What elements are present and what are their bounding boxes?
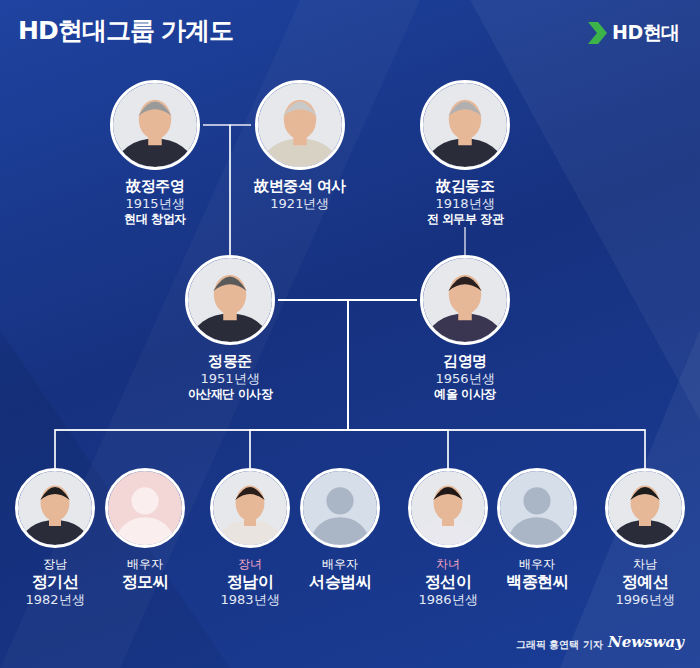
person-node: 배우자서승범씨 <box>297 468 383 592</box>
person-name: 정남이 <box>227 572 274 592</box>
relation-label: 차남 <box>633 557 657 572</box>
birth-year: 1986년생 <box>418 592 477 608</box>
photo-circle <box>300 468 380 548</box>
person-node: 차남정예선1996년생 <box>602 468 688 608</box>
person-node: 김영명1956년생예올 이사장 <box>417 255 513 402</box>
person-node: 장남정기선1982년생 <box>12 468 98 608</box>
photo-circle <box>185 255 275 345</box>
relation-label: 배우자 <box>322 557 358 572</box>
person-node: 정몽준1951년생아산재단 이사장 <box>182 255 278 402</box>
portrait-illustration <box>497 468 577 548</box>
birth-year: 1921년생 <box>270 196 329 212</box>
relation-label: 장녀 <box>238 557 262 572</box>
person-name: 김영명 <box>443 352 487 371</box>
photo-circle <box>110 80 200 170</box>
logo-chevron <box>588 22 607 44</box>
birth-year: 1915년생 <box>125 196 184 212</box>
portrait-illustration <box>420 80 510 170</box>
portrait-illustration <box>255 80 345 170</box>
person-name: 故정주영 <box>126 177 184 196</box>
person-role: 전 외무부 장관 <box>427 212 503 227</box>
person-node: 故정주영1915년생현대 창업자 <box>107 80 203 227</box>
person-node: 故김동조1918년생전 외무부 장관 <box>417 80 513 227</box>
relation-label: 차녀 <box>436 557 460 572</box>
person-name: 정기선 <box>32 572 79 592</box>
portrait-illustration <box>110 80 200 170</box>
family-line <box>55 300 348 468</box>
family-line <box>230 125 251 255</box>
person-name: 정모씨 <box>122 572 169 592</box>
person-name: 정예선 <box>622 572 669 592</box>
family-line <box>464 227 465 255</box>
relation-label: 배우자 <box>519 557 555 572</box>
person-node: 故변중석 여사1921년생 <box>251 80 349 212</box>
person-node: 차녀정선이1986년생 <box>405 468 491 608</box>
family-line <box>250 300 417 468</box>
person-node: 장녀정남이1983년생 <box>207 468 293 608</box>
portrait-illustration <box>15 468 95 548</box>
family-line <box>55 300 417 468</box>
photo-circle <box>255 80 345 170</box>
photo-circle <box>105 468 185 548</box>
diagram-title: HD현대그룹 가계도 <box>18 14 233 47</box>
person-role: 예올 이사장 <box>434 387 495 402</box>
person-name: 백종현씨 <box>506 572 568 592</box>
person-role: 아산재단 이사장 <box>188 387 272 402</box>
photo-circle <box>408 468 488 548</box>
person-name: 故변중석 여사 <box>254 177 346 196</box>
birth-year: 1982년생 <box>25 592 84 608</box>
portrait-illustration <box>605 468 685 548</box>
portrait-illustration <box>300 468 380 548</box>
family-line <box>278 300 645 468</box>
birth-year: 1996년생 <box>615 592 674 608</box>
birth-year: 1918년생 <box>435 196 494 212</box>
person-name: 서승범씨 <box>309 572 371 592</box>
photo-circle <box>420 80 510 170</box>
person-name: 故김동조 <box>436 177 494 196</box>
birth-year: 1951년생 <box>200 371 259 387</box>
photo-circle <box>420 255 510 345</box>
logo-text: HD현대 <box>612 20 680 46</box>
person-role: 현대 창업자 <box>124 212 185 227</box>
person-name: 정몽준 <box>208 352 252 371</box>
birth-year: 1983년생 <box>220 592 279 608</box>
portrait-illustration <box>105 468 185 548</box>
photo-circle <box>605 468 685 548</box>
portrait-illustration <box>185 255 275 345</box>
photo-circle <box>15 468 95 548</box>
photo-circle <box>497 468 577 548</box>
family-line <box>348 300 645 468</box>
family-line <box>278 300 448 468</box>
birth-year: 1956년생 <box>435 371 494 387</box>
portrait-illustration <box>408 468 488 548</box>
photo-circle <box>210 468 290 548</box>
portrait-illustration <box>420 255 510 345</box>
person-node: 배우자정모씨 <box>102 468 188 592</box>
person-name: 정선이 <box>425 572 472 592</box>
person-node: 배우자백종현씨 <box>494 468 580 592</box>
portrait-illustration <box>210 468 290 548</box>
publisher-mark: Newsway <box>608 633 684 651</box>
credit-text: 그래픽 홍연택 기자 <box>516 638 603 652</box>
relation-label: 장남 <box>43 557 67 572</box>
relation-label: 배우자 <box>127 557 163 572</box>
family-line <box>203 125 230 255</box>
